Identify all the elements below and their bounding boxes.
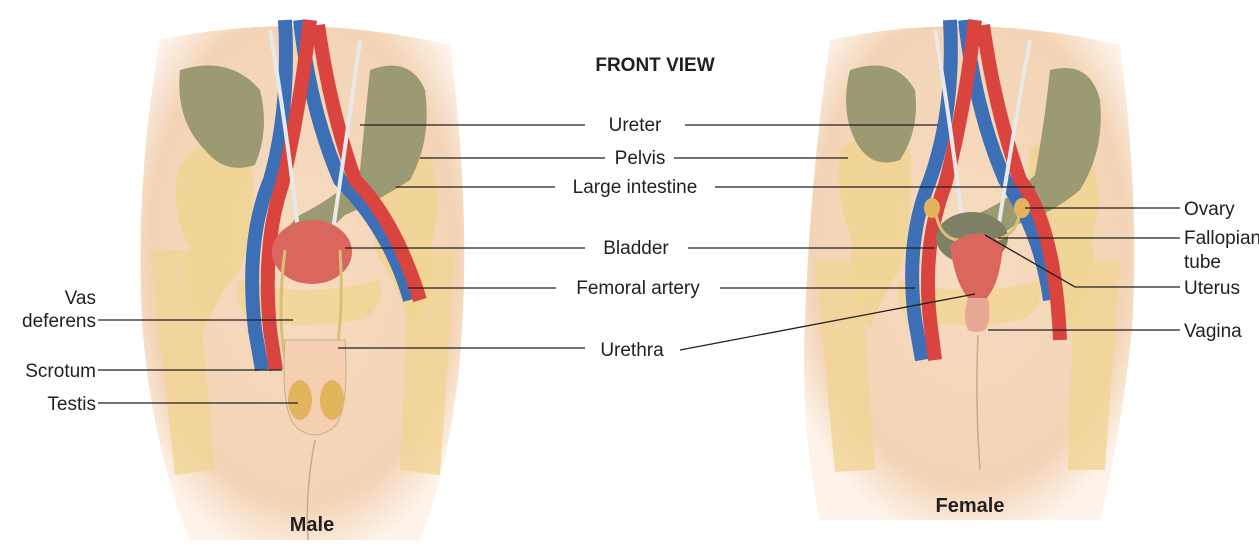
label-vas-deferens-line2: deferens: [22, 311, 96, 332]
female-vagina: [965, 298, 989, 332]
label-vas-deferens-line1: Vas: [65, 288, 96, 309]
label-fallopian-tube-line2: tube: [1184, 252, 1221, 273]
label-scrotum: Scrotum: [25, 361, 96, 382]
male-illustration: [140, 20, 464, 540]
label-vagina: Vagina: [1184, 321, 1242, 342]
male-testis-right: [288, 380, 312, 420]
female-ovary-right: [924, 198, 940, 218]
title-front-view: FRONT VIEW: [595, 55, 714, 76]
label-fallopian-tube-line1: Fallopian: [1184, 228, 1259, 249]
label-large-intestine: Large intestine: [573, 177, 698, 198]
male-testis-left: [320, 380, 344, 420]
female-illustration: [804, 20, 1134, 520]
label-ureter: Ureter: [609, 115, 662, 136]
caption-male: Male: [290, 514, 334, 536]
label-ovary: Ovary: [1184, 199, 1235, 220]
label-uterus: Uterus: [1184, 278, 1240, 299]
label-femoral-artery: Femoral artery: [576, 278, 700, 299]
label-testis: Testis: [47, 394, 96, 415]
label-pelvis: Pelvis: [615, 148, 666, 169]
label-urethra: Urethra: [600, 340, 664, 361]
caption-female: Female: [936, 495, 1005, 517]
label-bladder: Bladder: [603, 238, 669, 259]
